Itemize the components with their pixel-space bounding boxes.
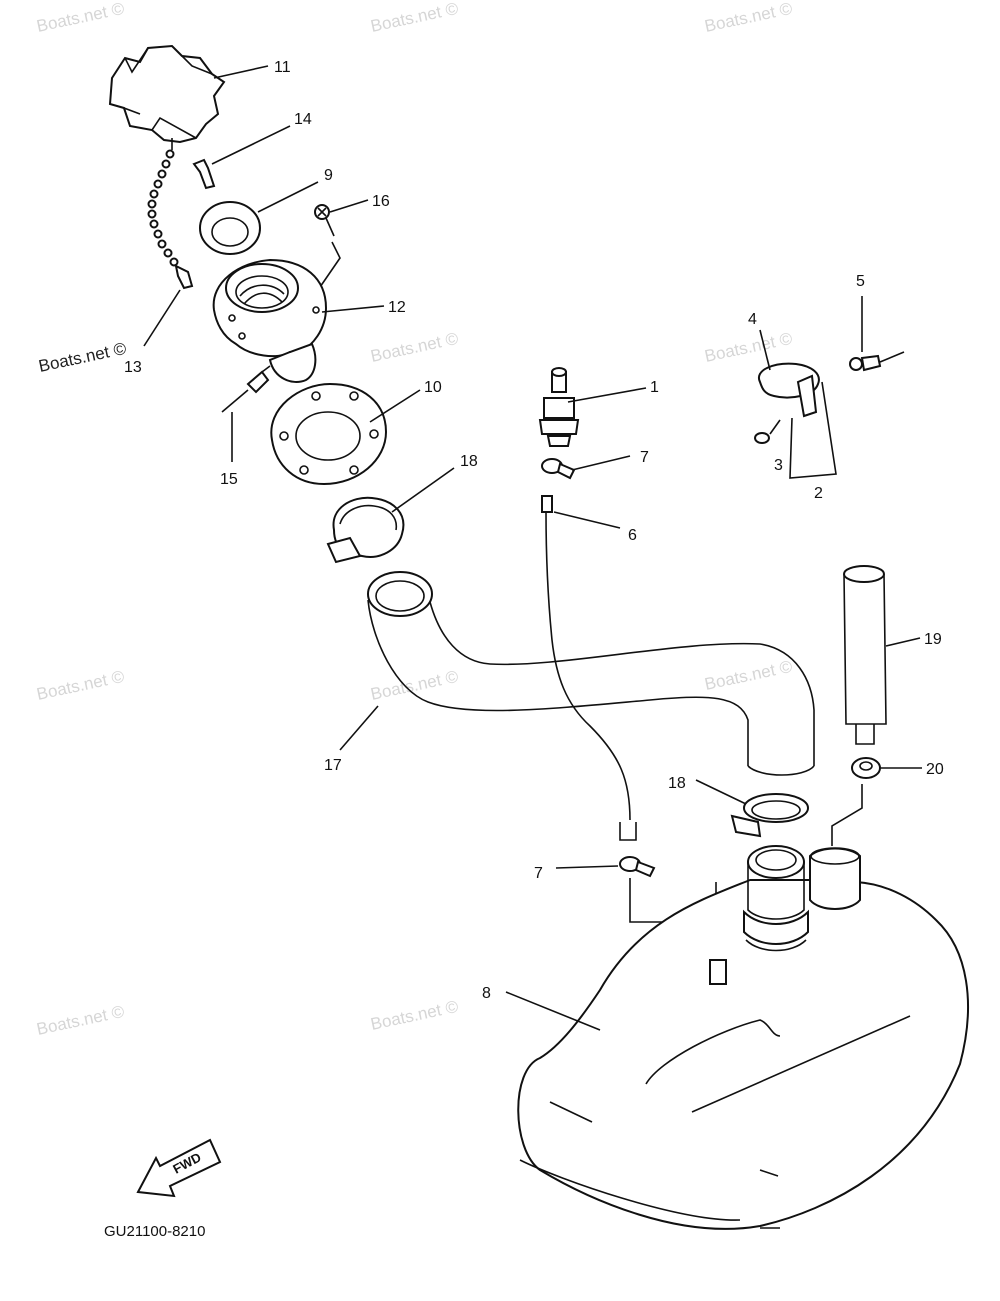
callout-5: 5	[856, 273, 865, 290]
callout-17: 17	[324, 757, 342, 774]
watermarks: Boats.net © Boats.net © Boats.net © Boat…	[35, 0, 795, 1039]
part-7-clip-upper	[541, 458, 576, 480]
watermark: Boats.net ©	[703, 329, 795, 366]
watermark: Boats.net ©	[703, 657, 795, 694]
watermark: Boats.net ©	[369, 667, 461, 704]
part-18-hose-clamp-lower	[730, 793, 809, 838]
watermark: Boats.net ©	[37, 339, 129, 376]
part-14-screw	[192, 158, 216, 190]
callout-18-upper: 18	[460, 453, 478, 470]
watermark: Boats.net ©	[369, 997, 461, 1034]
callout-labels: 11 14 9 16 12 13 15 10 18 17 1 7 6 7 8 4…	[124, 59, 944, 1002]
part-8-fuel-tank	[517, 845, 969, 1230]
callout-15: 15	[220, 471, 238, 488]
part-6-vent-tube	[541, 495, 637, 841]
callout-20: 20	[926, 761, 944, 778]
part-4-band	[757, 362, 820, 418]
callout-14: 14	[294, 111, 312, 128]
watermark: Boats.net ©	[369, 329, 461, 366]
callout-7-upper: 7	[640, 449, 649, 466]
watermark: Boats.net ©	[369, 0, 461, 36]
callout-3: 3	[774, 457, 783, 474]
callout-10: 10	[424, 379, 442, 396]
part-20-grommet	[831, 757, 881, 846]
part-3-washer	[754, 419, 781, 444]
part-17-fill-hose	[367, 571, 815, 776]
part-10-flange-gasket	[270, 382, 388, 486]
watermark: Boats.net ©	[703, 0, 795, 36]
part-11-fuel-cap	[108, 44, 226, 150]
watermark: Boats.net ©	[35, 0, 127, 36]
watermark: Boats.net ©	[35, 1002, 127, 1039]
callout-19: 19	[924, 631, 942, 648]
fwd-arrow-icon: FWD	[136, 1138, 222, 1198]
callout-11: 11	[274, 59, 291, 76]
part-12-filler-neck	[212, 258, 328, 383]
callout-9: 9	[324, 167, 333, 184]
callout-2: 2	[814, 485, 823, 502]
part-16-screw	[314, 204, 341, 291]
callout-8: 8	[482, 985, 491, 1002]
part-5-pin	[849, 351, 905, 372]
leader-lines	[143, 65, 922, 1031]
callout-7-lower: 7	[534, 865, 543, 882]
callout-4: 4	[748, 311, 757, 328]
diagram-code: GU21100-8210	[104, 1223, 205, 1240]
part-13-chain	[147, 149, 194, 290]
part-18-hose-clamp-upper	[326, 496, 405, 564]
callout-12: 12	[388, 299, 406, 316]
callout-18-lower: 18	[668, 775, 686, 792]
part-1-fitting	[538, 367, 580, 447]
watermark: Boats.net ©	[35, 667, 127, 704]
part-15-rivet	[221, 365, 271, 413]
callout-1: 1	[650, 379, 659, 396]
part-19-tube	[843, 565, 887, 745]
callout-13: 13	[124, 359, 142, 376]
part-9-gasket	[199, 201, 261, 255]
callout-6: 6	[628, 527, 637, 544]
callout-16: 16	[372, 193, 390, 210]
